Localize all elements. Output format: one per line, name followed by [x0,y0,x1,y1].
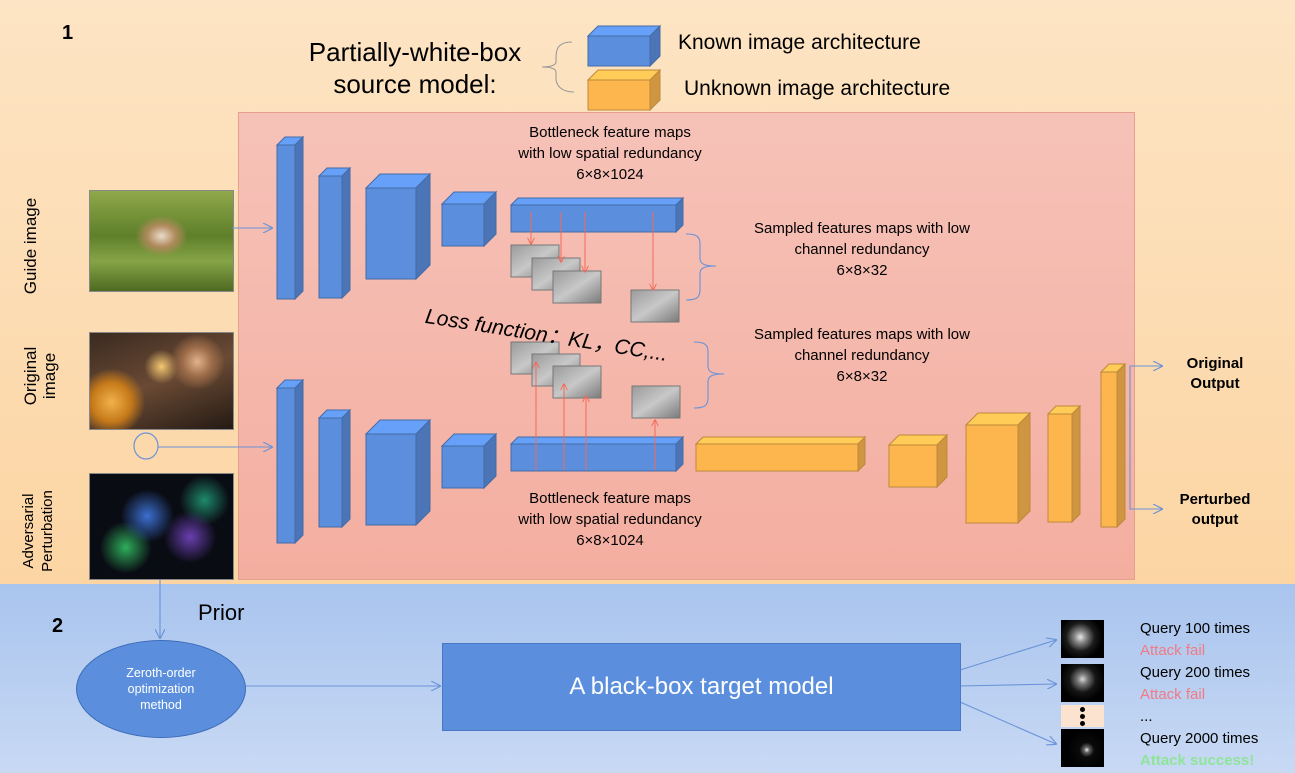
legend-brace [541,41,575,93]
bottleneck-top-line1: Bottleneck feature maps [529,124,691,141]
saliency-thumb-3 [1061,729,1104,767]
query-1-count: Query 100 times [1140,620,1251,637]
zeroth-line2: optimization [127,682,195,696]
bottleneck-bottom-line1: Bottleneck feature maps [529,490,691,507]
sampled-top-line1: Sampled features maps with low [754,220,970,237]
panel-number-1: 1 [62,22,74,44]
original-output-label: Original Output [1170,354,1260,394]
guide-image [89,190,234,292]
query-1-result: Attack fail [1140,642,1206,659]
sampled-bottom-text: Sampled features maps with low channel r… [722,324,1002,387]
sampled-top-text: Sampled features maps with low channel r… [722,218,1002,281]
query-3-result: Attack success! [1140,752,1255,769]
decoder-block-1 [887,433,949,489]
brace-bottom [693,341,725,409]
query-3-count: Query 2000 times [1140,730,1259,747]
saliency-thumb-2 [1061,664,1104,702]
guide-conv-3 [364,172,432,281]
decoder-block-4 [1099,362,1127,529]
guide-conv-2 [317,166,352,300]
bottleneck-bottom-text: Bottleneck feature maps with low spatial… [480,488,740,551]
sampled-bottom-line1: Sampled features maps with low [754,326,970,343]
original-output-line2: Output [1190,375,1240,392]
perturbed-output-line1: Perturbed [1179,491,1251,508]
zeroth-order-method: Zeroth-order optimization method [76,640,246,738]
query-list: Query 100 times Attack fail Query 200 ti… [1140,618,1258,772]
sampled-top-line2: channel redundancy [794,241,930,258]
legend-title-line1: Partially-white-box [308,37,522,67]
target-arrow-1 [959,640,1056,671]
saliency-thumb-1 [1061,620,1104,658]
guide-feature-map-3 [552,270,602,304]
legend-known-block [586,24,662,68]
guide-feature-map-4 [630,289,680,323]
black-box-target-model: A black-box target model [442,643,961,731]
input-bottleneck [509,435,685,473]
input-feature-map-4 [631,385,681,419]
guide-conv-4 [440,190,498,248]
bottleneck-top-line3: 6×8×1024 [576,166,644,183]
zeroth-line3: method [140,698,182,712]
input-conv-4 [440,432,498,490]
legend-title: Partially-white-box source model: [290,36,540,100]
legend-title-line2: source model: [333,69,497,99]
query-2-count: Query 200 times [1140,664,1251,681]
original-output-line1: Original [1186,355,1244,372]
bottleneck-bottom-line3: 6×8×1024 [576,532,644,549]
bottleneck-bottom-line2: with low spatial redundancy [518,511,702,528]
sampled-top-line3: 6×8×32 [836,262,888,279]
target-arrow-3 [959,701,1056,744]
input-feature-map-3 [552,365,602,399]
query-ellipsis: ... [1140,708,1153,725]
sampled-bottom-line2: channel redundancy [794,347,930,364]
output-split [1129,365,1160,510]
input-conv-3 [364,418,432,527]
target-arrow-2 [959,684,1056,686]
decoder-block-2 [964,411,1032,525]
perturbed-output-label: Perturbed output [1170,490,1260,530]
prior-label: Prior [198,600,245,625]
perturbation-add-marker [133,432,159,460]
guide-conv-1 [275,135,305,301]
panel-number-2: 2 [52,615,64,637]
input-conv-2 [317,408,352,529]
decoder-block-3 [1046,404,1082,524]
legend-unknown-block [586,68,662,112]
bottleneck-top-text: Bottleneck feature maps with low spatial… [480,122,740,185]
decoder-bottleneck [694,435,867,473]
brace-top [685,233,717,301]
legend-unknown-label: Unknown image architecture [684,77,951,100]
legend-known-label: Known image architecture [678,31,921,54]
original-image [89,332,234,430]
zeroth-line1: Zeroth-order [126,666,196,680]
ellipsis-box [1061,705,1104,727]
bottleneck-top-line2: with low spatial redundancy [518,145,702,162]
adversarial-perturbation-image [89,473,234,580]
guide-bottleneck [509,196,685,234]
sampled-bottom-line3: 6×8×32 [836,368,888,385]
input-conv-1 [275,378,305,545]
query-2-result: Attack fail [1140,686,1206,703]
perturbed-output-line2: output [1191,511,1239,528]
